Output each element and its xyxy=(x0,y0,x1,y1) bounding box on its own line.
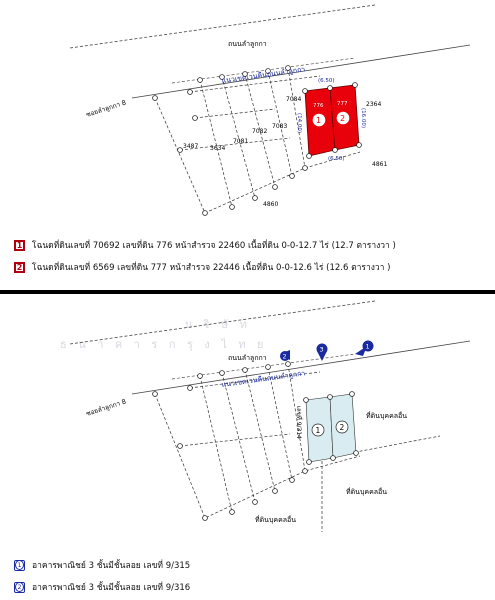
bottom-road-line-upper xyxy=(69,300,376,345)
bottom-legend-row-1: 1 อาคารพาณิชย์ 3 ชั้นมีชั้นลอย เลขที่ 9/… xyxy=(14,558,190,572)
bottom-map-panel: บ ริ ษั ท ธ น า ค า ร ก รุ ง ไ ท ย xyxy=(0,296,495,600)
top-land-map: ถนนลำลูกกา แนวเขตเวนคืนถนนลำลูกกา ซอยลำล… xyxy=(69,4,471,216)
parcel-4860: 4860 xyxy=(263,201,278,208)
top-road-line-lower xyxy=(131,44,471,99)
deed-777-label: 777 xyxy=(337,101,348,107)
top-legend-text-2: โฉนดที่ดินเลขที่ 6569 เลขที่ดิน 777 หน้า… xyxy=(32,263,391,273)
parcel-7081: 7081 xyxy=(233,138,248,145)
parcel-2364: 2364 xyxy=(366,101,381,108)
top-vertices xyxy=(152,65,362,216)
bottom-parcel-grid xyxy=(154,363,441,532)
building-1-marker-text: 1 xyxy=(316,426,321,435)
top-map-panel: ถนนลำลูกกา แนวเขตเวนคืนถนนลำลูกกา ซอยลำล… xyxy=(0,0,495,290)
top-legend-row-2: 2 โฉนดที่ดินเลขที่ 6569 เลขที่ดิน 777 หน… xyxy=(14,260,390,274)
bottom-legend-text-1: อาคารพาณิชย์ 3 ชั้นมีชั้นลอย เลขที่ 9/31… xyxy=(32,561,191,571)
top-legend-row-1: 1 โฉนดที่ดินเลขที่ 70692 เลขที่ดิน 776 ห… xyxy=(14,238,396,252)
parcel-4861: 4861 xyxy=(372,161,387,168)
plot-1-marker-text: 1 xyxy=(316,116,321,125)
dim-top: (6.50) xyxy=(318,78,335,84)
other-owner-label-2: ที่ดินบุคคลอื่น xyxy=(346,487,387,496)
bottom-reserve-label: แนวเขตเวนคืนถนนลำลูกกา xyxy=(221,369,306,389)
top-legend-text-1: โฉนดที่ดินเลขที่ 70692 เลขที่ดิน 776 หน้… xyxy=(32,241,396,251)
bottom-road-line-lower xyxy=(131,340,471,395)
building-1-marker xyxy=(311,423,325,437)
building-2-marker xyxy=(335,420,349,434)
view-marker-2: 2 xyxy=(280,350,290,361)
plot-1-marker xyxy=(312,113,326,127)
bottom-vertices xyxy=(152,361,359,521)
bottom-legend-row-2: 2 อาคารพาณิชย์ 3 ชั้นมีชั้นลอย เลขที่ 9/… xyxy=(14,580,190,594)
top-parcel-grid xyxy=(154,67,361,214)
bottom-land-map: บ ริ ษั ท ธ น า ค า ร ก รุ ง ไ ท ย xyxy=(60,300,471,532)
watermark-line-1: บ ริ ษั ท xyxy=(185,318,251,331)
top-legend-marker-1: 1 xyxy=(14,239,25,251)
house-number-label: เลขที่ 9/314 xyxy=(295,406,303,439)
svg-text:1: 1 xyxy=(366,343,370,351)
watermark-line-2: ธ น า ค า ร ก รุ ง ไ ท ย xyxy=(60,338,267,351)
parcel-3634: 3634 xyxy=(210,145,225,152)
building-2-marker-text: 2 xyxy=(340,423,345,432)
top-road-name: ถนนลำลูกกา xyxy=(228,40,267,48)
bottom-legend-text-2: อาคารพาณิชย์ 3 ชั้นมีชั้นลอย เลขที่ 9/31… xyxy=(32,583,191,593)
plot-2-marker xyxy=(336,111,350,125)
svg-text:2: 2 xyxy=(283,353,287,361)
bottom-road-name: ถนนลำลูกกา xyxy=(228,354,267,362)
parcel-7082: 7082 xyxy=(252,128,267,135)
dim-left: (14.00) xyxy=(296,113,302,133)
view-marker-3: 3 xyxy=(316,343,328,361)
dim-right: (16.00) xyxy=(360,108,366,128)
other-owner-label-3: ที่ดินบุคคลอื่น xyxy=(255,515,296,524)
panel-divider xyxy=(0,290,495,294)
plot-2-marker-text: 2 xyxy=(340,114,345,123)
parcel-7084: 7084 xyxy=(286,96,301,103)
other-owner-label-1: ที่ดินบุคคลอื่น xyxy=(366,411,407,420)
view-marker-1: 1 xyxy=(355,340,374,356)
parcel-3487: 3487 xyxy=(183,143,198,150)
bottom-legend-marker-1: 1 xyxy=(14,559,25,571)
top-soi-label: ซอยลำลูกกา 8 xyxy=(85,98,127,118)
svg-text:3: 3 xyxy=(320,346,324,354)
bottom-legend-marker-2: 2 xyxy=(14,581,25,593)
top-road-line-upper xyxy=(69,4,376,49)
bottom-soi-label: ซอยลำลูกกา 8 xyxy=(85,397,127,417)
top-reserve-label: แนวเขตเวนคืนถนนลำลูกกา xyxy=(221,65,306,85)
top-legend-marker-2: 2 xyxy=(14,261,25,273)
deed-776-label: 776 xyxy=(313,103,324,109)
dim-bottom: (6.50) xyxy=(328,156,345,162)
parcel-7083: 7083 xyxy=(272,123,287,130)
